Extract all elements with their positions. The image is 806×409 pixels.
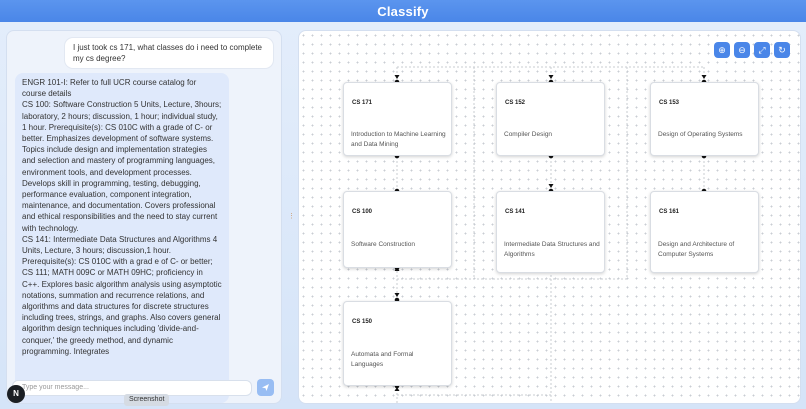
graph-toolbar: ⊕ ⊖ ⤢ ↻ [714,42,790,58]
course-node-cs171[interactable]: CS 171 Introduction to Machine Learning … [343,82,452,156]
zoom-in-icon: ⊕ [718,44,726,55]
course-node-cs141[interactable]: CS 141 Intermediate Data Structures and … [496,191,605,273]
graph-edges [394,66,707,403]
course-node-cs152[interactable]: CS 152 Compiler Design [496,82,605,156]
assistant-message: ENGR 101-I: Refer to full UCR course cat… [15,73,229,403]
user-message: I just took cs 171, what classes do i ne… [65,38,273,68]
app-title: Classify [377,3,429,19]
panel-resize-handle[interactable]: ⋮ [287,30,295,404]
screenshot-tooltip: Screenshot [124,394,170,406]
course-name: Software Construction [351,241,415,248]
course-code: CS 161 [659,209,680,215]
fit-view-button[interactable]: ⤢ [754,42,770,58]
course-name: Design and Architecture of Computer Syst… [658,241,735,258]
course-name: Design of Operating Systems [658,131,743,138]
send-button[interactable] [257,379,274,396]
course-code: CS 150 [352,319,373,325]
course-name: Compiler Design [504,131,553,138]
course-node-cs100[interactable]: CS 100 Software Construction [343,191,452,268]
course-code: CS 141 [505,209,526,215]
zoom-in-button[interactable]: ⊕ [714,42,730,58]
avatar[interactable]: N [7,385,25,403]
refresh-icon: ↻ [778,44,786,55]
course-code: CS 171 [352,100,373,106]
expand-icon: ⤢ [758,44,766,55]
app-header: Classify [0,0,806,22]
grip-icon: ⋮ [288,213,295,220]
course-graph-canvas[interactable]: ⊕ ⊖ ⤢ ↻ CS 171 Introduction to Machine L… [298,30,801,404]
zoom-out-icon: ⊖ [738,44,746,55]
course-node-cs153[interactable]: CS 153 Design of Operating Systems [650,82,759,156]
course-name: Intermediate Data Structures and Algorit… [504,241,600,258]
course-node-cs161[interactable]: CS 161 Design and Architecture of Comput… [650,191,759,273]
reset-button[interactable]: ↻ [774,42,790,58]
course-name: Introduction to Machine Learning and Dat… [351,131,446,148]
course-name: Automata and Formal Languages [351,351,414,368]
chat-panel: I just took cs 171, what classes do i ne… [6,30,282,404]
course-node-cs150[interactable]: CS 150 Automata and Formal Languages [343,301,452,386]
send-icon [262,384,269,391]
course-code: CS 100 [352,209,373,215]
course-code: CS 153 [659,100,680,106]
course-code: CS 152 [505,100,526,106]
zoom-out-button[interactable]: ⊖ [734,42,750,58]
